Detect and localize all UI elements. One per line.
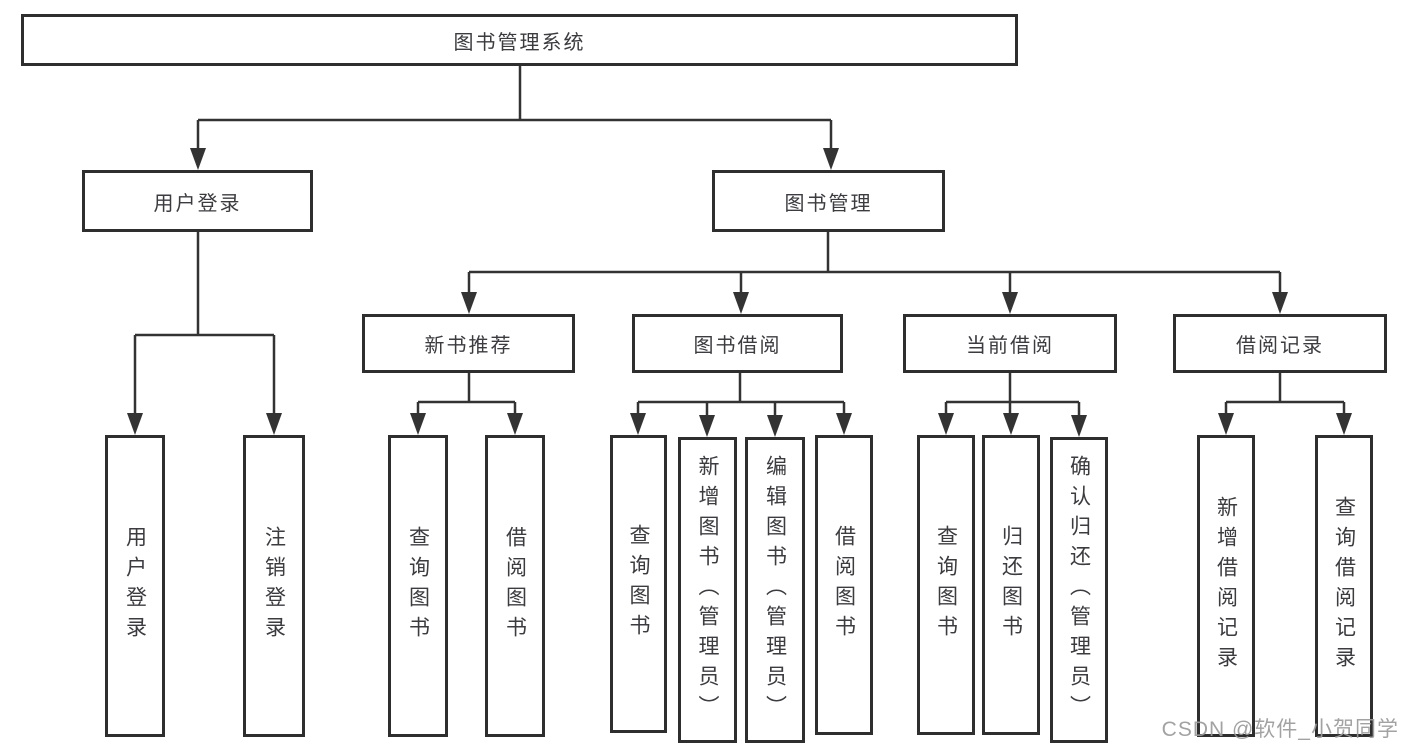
arrowhead bbox=[507, 413, 523, 435]
arrowhead bbox=[461, 292, 477, 314]
leaf-label: 查询图书 bbox=[934, 525, 958, 645]
leaf-label: 借阅图书 bbox=[832, 525, 856, 645]
leaf-confirm-return-admin: 确认归还（管理员） bbox=[1050, 437, 1108, 743]
node-book-management: 图书管理 bbox=[712, 170, 945, 232]
node-label: 图书借阅 bbox=[693, 335, 782, 357]
leaf-label: 注销登录 bbox=[262, 526, 286, 646]
arrowhead bbox=[823, 148, 839, 170]
leaf-label: 查询借阅记录 bbox=[1332, 496, 1356, 676]
leaf-label: 编辑图书（管理员） bbox=[763, 455, 787, 725]
node-label: 用户登录 bbox=[153, 192, 242, 215]
arrowhead bbox=[127, 413, 143, 435]
leaf-label: 确认归还（管理员） bbox=[1067, 455, 1091, 725]
node-label: 借阅记录 bbox=[1236, 335, 1324, 357]
leaf-label: 查询图书 bbox=[627, 524, 650, 644]
csdn-watermark: CSDN @软件_小贺同学 bbox=[1161, 718, 1399, 741]
leaf-add-books-admin: 新增图书（管理员） bbox=[678, 437, 737, 743]
leaf-query-books: 查询图书 bbox=[388, 435, 448, 737]
arrowhead bbox=[733, 292, 749, 314]
node-label: 新书推荐 bbox=[424, 335, 513, 357]
node-new-book-recommend: 新书推荐 bbox=[362, 314, 575, 373]
leaf-label: 新增图书（管理员） bbox=[696, 455, 719, 725]
leaf-logout: 注销登录 bbox=[243, 435, 305, 737]
arrowhead bbox=[630, 413, 646, 435]
arrowhead bbox=[190, 148, 206, 170]
leaf-label: 用户登录 bbox=[123, 526, 147, 646]
leaf-return-books: 归还图书 bbox=[982, 435, 1040, 735]
leaf-label: 借阅图书 bbox=[503, 526, 527, 646]
leaf-label: 新增借阅记录 bbox=[1214, 496, 1238, 676]
arrowhead bbox=[938, 413, 954, 435]
arrowhead bbox=[767, 415, 783, 437]
arrowhead bbox=[699, 415, 715, 437]
edge-cur-borrow-to-leaves bbox=[944, 373, 1081, 419]
leaf-borrow-books: 借阅图书 bbox=[815, 435, 873, 735]
node-borrowing-records: 借阅记录 bbox=[1173, 314, 1387, 373]
arrowhead bbox=[836, 413, 852, 435]
arrowhead bbox=[1002, 292, 1018, 314]
node-label: 图书管理系统 bbox=[453, 31, 586, 54]
edge-book-mgmt-to-level3 bbox=[467, 232, 1282, 296]
leaf-label: 归还图书 bbox=[999, 525, 1023, 645]
node-label: 当前借阅 bbox=[966, 335, 1054, 357]
node-library-management-system: 图书管理系统 bbox=[21, 14, 1018, 66]
leaf-add-borrow-record: 新增借阅记录 bbox=[1197, 435, 1255, 737]
node-current-borrowing: 当前借阅 bbox=[903, 314, 1117, 373]
edge-book-borrow-to-leaves bbox=[636, 373, 846, 419]
edge-user-login-to-leaves bbox=[133, 232, 276, 417]
node-book-borrowing: 图书借阅 bbox=[632, 314, 843, 373]
leaf-query-books: 查询图书 bbox=[917, 435, 975, 735]
arrowhead bbox=[1336, 413, 1352, 435]
arrowhead bbox=[1272, 292, 1288, 314]
leaf-query-books: 查询图书 bbox=[610, 435, 667, 733]
leaf-label: 查询图书 bbox=[406, 526, 430, 646]
edge-new-book-to-leaves bbox=[416, 373, 517, 417]
node-user-login: 用户登录 bbox=[82, 170, 313, 232]
leaf-query-borrow-record: 查询借阅记录 bbox=[1315, 435, 1373, 737]
edge-root-to-level2 bbox=[196, 66, 833, 152]
leaf-borrow-books: 借阅图书 bbox=[485, 435, 545, 737]
arrowhead bbox=[410, 413, 426, 435]
arrowhead bbox=[266, 413, 282, 435]
arrowhead bbox=[1218, 413, 1234, 435]
node-label: 图书管理 bbox=[784, 192, 873, 215]
arrowhead bbox=[1003, 413, 1019, 435]
edge-records-to-leaves bbox=[1224, 373, 1346, 417]
leaf-edit-books-admin: 编辑图书（管理员） bbox=[745, 437, 805, 743]
arrowhead bbox=[1071, 415, 1087, 437]
leaf-user-login: 用户登录 bbox=[105, 435, 165, 737]
